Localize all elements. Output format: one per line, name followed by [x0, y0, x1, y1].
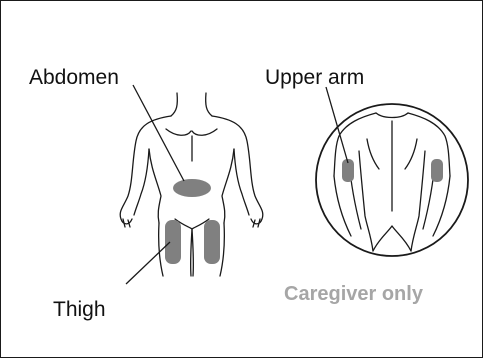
thigh-label: Thigh	[53, 299, 106, 320]
left-thigh-injection-site	[165, 220, 181, 264]
abdomen-injection-site	[173, 179, 211, 197]
right-thigh-injection-site	[204, 220, 220, 264]
abdomen-label: Abdomen	[29, 67, 119, 88]
abdomen-leader-line	[133, 85, 184, 181]
upper-arm-label: Upper arm	[265, 67, 364, 88]
thigh-leader-line	[126, 242, 170, 284]
caregiver-only-label: Caregiver only	[284, 284, 423, 304]
right-upper-arm-injection-site	[431, 159, 443, 182]
back-upper-body-figure-icon	[316, 87, 468, 256]
